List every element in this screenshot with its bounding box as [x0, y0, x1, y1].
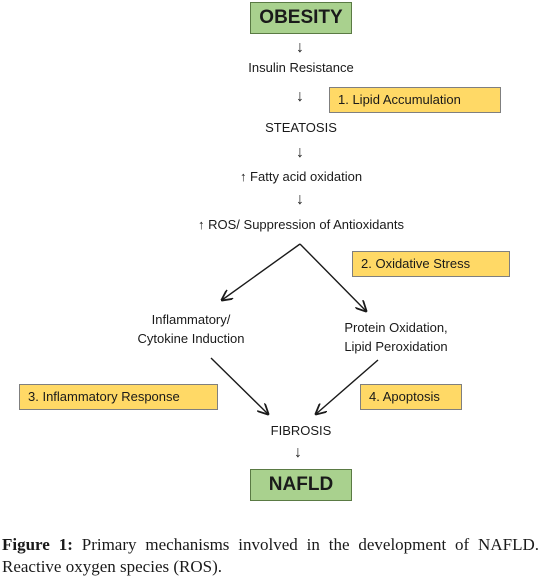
arrow-to-inflammatory — [222, 243, 301, 300]
arrow-down-icon: ↓ — [294, 444, 302, 461]
inflammatory-line-1: Inflammatory/ — [151, 312, 231, 327]
arrow-down-icon: ↓ — [296, 144, 304, 161]
arrow-down-icon: ↓ — [296, 191, 304, 208]
figure-caption: Figure 1: Primary mechanisms involved in… — [2, 534, 539, 578]
insulin-resistance-label: Insulin Resistance — [248, 60, 354, 75]
mechanism-apoptosis: 4. Apoptosis — [360, 384, 462, 410]
obesity-box: OBESITY — [250, 2, 352, 34]
inflammatory-cytokine-label: Inflammatory/ Cytokine Induction — [111, 310, 271, 348]
arrow-protein-to-fibrosis — [316, 359, 379, 414]
caption-label: Figure 1: — [2, 535, 73, 554]
caption-text: Primary mechanisms involved in the devel… — [2, 535, 539, 576]
protein-oxidation-label: Protein Oxidation, Lipid Peroxidation — [316, 318, 476, 356]
mechanism-inflammatory-response: 3. Inflammatory Response — [19, 384, 218, 410]
protein-line-2: Lipid Peroxidation — [344, 339, 448, 354]
fibrosis-label: FIBROSIS — [270, 423, 332, 438]
mechanism-oxidative-stress: 2. Oxidative Stress — [352, 251, 510, 277]
mechanism-lipid-accumulation: 1. Lipid Accumulation — [329, 87, 501, 113]
arrow-down-icon: ↓ — [296, 88, 304, 105]
ros-label: ↑ ROS/ Suppression of Antioxidants — [198, 217, 404, 232]
protein-line-1: Protein Oxidation, — [344, 320, 448, 335]
arrow-inflammatory-to-fibrosis — [210, 357, 268, 414]
inflammatory-line-2: Cytokine Induction — [137, 331, 245, 346]
arrow-down-icon: ↓ — [296, 39, 304, 56]
fatty-acid-oxidation-label: ↑ Fatty acid oxidation — [239, 169, 363, 184]
nafld-box: NAFLD — [250, 469, 352, 501]
steatosis-label: STEATOSIS — [265, 120, 337, 135]
arrow-to-protein — [299, 243, 366, 311]
